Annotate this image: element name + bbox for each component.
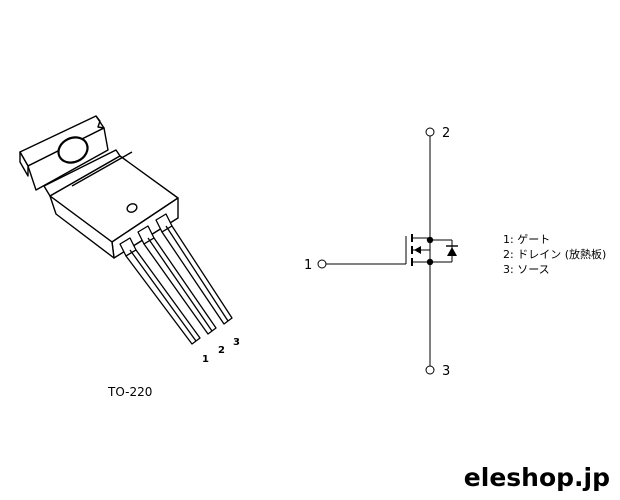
- body-dimple-icon: [126, 203, 138, 213]
- legend-item-source: 3: ソース: [503, 263, 550, 276]
- pin-label-drain: 2: [442, 126, 450, 141]
- mosfet-schematic: [317, 127, 458, 375]
- lead-1: [119, 237, 201, 345]
- package-leads: [119, 213, 233, 345]
- lead-number-2: 2: [218, 345, 225, 356]
- drain-terminal-icon: [425, 127, 435, 137]
- heatsink-tab: [19, 115, 109, 191]
- lead-number-3: 3: [233, 337, 240, 348]
- to220-package-drawing: [19, 115, 179, 259]
- package-body-left: [49, 195, 115, 259]
- body-diode-icon: [430, 239, 458, 263]
- legend-item-gate: 1: ゲート: [503, 233, 550, 246]
- lead-3: [155, 213, 233, 325]
- brand-watermark: eleshop.jp: [463, 463, 610, 492]
- pin-legend: 1: ゲート 2: ドレイン (放熱板) 3: ソース: [503, 233, 606, 276]
- package-caption: TO-220: [107, 385, 152, 399]
- pin-label-source: 3: [442, 364, 450, 379]
- lead-number-1: 1: [202, 354, 209, 365]
- body-arrow-icon: [414, 246, 421, 254]
- source-terminal-icon: [425, 365, 435, 375]
- mounting-hole-icon: [57, 136, 89, 164]
- lead-2: [137, 225, 217, 335]
- gate-terminal-icon: [317, 259, 327, 269]
- pin-label-gate: 1: [304, 258, 312, 273]
- legend-item-drain: 2: ドレイン (放熱板): [503, 247, 606, 261]
